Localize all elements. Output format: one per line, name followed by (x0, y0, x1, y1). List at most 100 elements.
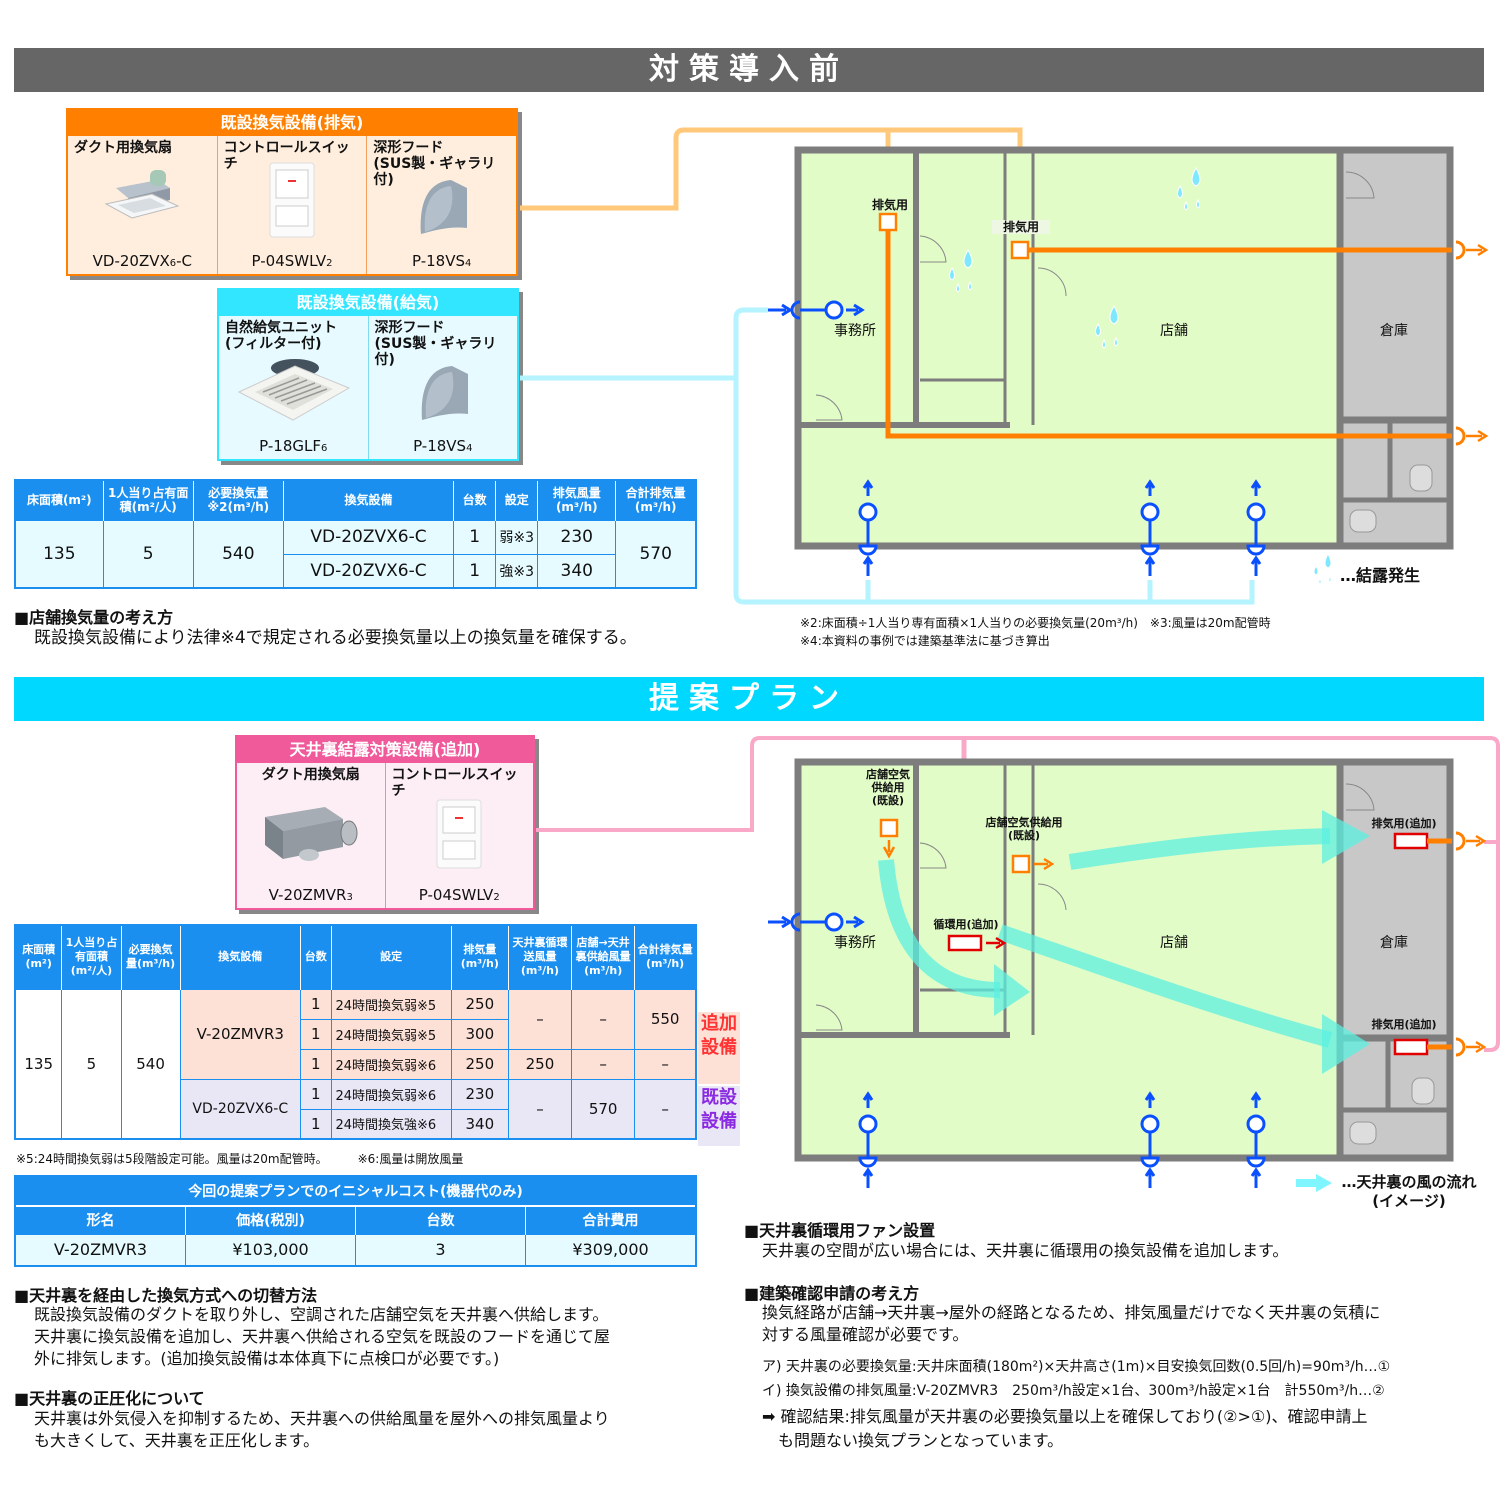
exhaust-added-label-2: 排気用(追加) (1371, 1018, 1437, 1031)
before-banner: 対策導入前 (14, 48, 1484, 92)
setting-cell: 24時間換気弱※6 (330, 1078, 452, 1109)
model-number: V-20ZMVR3 (268, 886, 353, 904)
item-label: コントロールスイッチ (223, 140, 350, 172)
col-header: 排気量(m³/h) (450, 925, 509, 989)
calc-result-cont: も問題ない換気プランとなっています。 (762, 1431, 1064, 1450)
total-cost-cell: ¥309,000 (525, 1235, 695, 1265)
model-number: P-18GLF6 (259, 437, 328, 455)
model-number: VD-20ZVX6-C (92, 252, 193, 270)
col-header: 床面積(m²) (14, 480, 104, 520)
setting-cell: 強※3 (495, 553, 538, 588)
concept-text: 既設換気設備により法律※4で規定される必要換気量以上の換気量を確保する。 (34, 628, 637, 648)
supply-cell: – (571, 988, 635, 1049)
room-storage: 倉庫 (1380, 323, 1408, 339)
col-header: 1人当り占有面積(m²/人) (102, 480, 194, 520)
supply-cell: – (571, 1048, 635, 1079)
floor-area-cell: 135 (15, 988, 62, 1139)
control-switch-item: コントロールスイッチ P-04SWLV2 (384, 763, 534, 908)
model-number: P-18VS4 (413, 437, 473, 455)
positive-pressure-heading: ■天井裏の正圧化について (14, 1389, 205, 1408)
room-office: 事務所 (834, 935, 876, 951)
model-cell: V-20ZMVR3 (16, 1235, 185, 1265)
circulation-cell: – (507, 988, 572, 1049)
col-header: 換気設備 (282, 480, 454, 520)
existing-equipment-tag: 既設設備 (698, 1086, 740, 1146)
col-header: 換気設備 (179, 925, 301, 989)
col-header: 設定 (495, 480, 538, 520)
footnote-5-6: ※5:24時間換気弱は5段階設定可能。風量は20m配管時。 ※6:風量は開放風量 (16, 1152, 464, 1166)
count-cell: 1 (453, 553, 496, 588)
col-header: 台数 (299, 925, 331, 989)
room-store: 店舗 (1160, 323, 1188, 339)
total-cell: 570 (615, 519, 696, 588)
col-header: 設定 (330, 925, 452, 989)
footnote-2-3: ※2:床面積÷1人当り専有面積×1人当りの必要換気量(20m³/h) ※3:風量… (800, 616, 1271, 630)
equipment-cell: VD-20ZVX6-C (282, 519, 454, 554)
room-store: 店舗 (1160, 935, 1188, 951)
col-header: 形名 (16, 1207, 185, 1235)
flow-cell: 250 (450, 1048, 509, 1079)
equipment-cell: VD-20ZVX6-C (179, 1078, 301, 1139)
flow-cell: 340 (537, 553, 616, 588)
circulation-fan-heading: ■天井裏循環用ファン設置 (744, 1221, 936, 1240)
count-cell: 1 (299, 1078, 331, 1109)
building-confirmation-heading: ■建築確認申請の考え方 (744, 1284, 920, 1303)
cost-title: 今回の提案プランでのイニシャルコスト(機器代のみ) (16, 1177, 695, 1207)
required-flow-cell: 540 (192, 519, 284, 588)
equipment-cell: V-20ZMVR3 (179, 988, 301, 1079)
proposal-floor-plan (536, 736, 1500, 1192)
supply-cell: 570 (571, 1078, 635, 1139)
model-number: P-04SWLV2 (418, 886, 500, 904)
price-cell: ¥103,000 (185, 1235, 355, 1265)
required-flow-cell: 540 (120, 988, 181, 1139)
circulation-label: 循環用(追加) (933, 918, 999, 931)
setting-cell: 24時間換気弱※6 (330, 1048, 452, 1079)
model-number: P-04SWLV2 (251, 252, 333, 270)
concept-heading: ■店舗換気量の考え方 (14, 608, 174, 627)
col-header: 床面積(m²) (14, 925, 62, 989)
positive-pressure-text: 天井裏は外気侵入を抑制するため、天井裏への供給風量を屋外への排気風量より も大き… (34, 1409, 610, 1450)
setting-cell: 弱※3 (495, 519, 538, 554)
col-header: 必要換気量(m³/h) (120, 925, 181, 989)
before-ventilation-table: 床面積(m²) 1人当り占有面積(m²/人) 必要換気量※2(m³/h) 換気設… (14, 479, 697, 589)
added-equipment-card: 天井裏結露対策設備(追加) ダクト用換気扇 V-20ZMVR3 コントロールスイ… (235, 735, 535, 910)
count-cell: 1 (299, 1018, 331, 1049)
duct-fan-item: ダクト用換気扇 VD-20ZVX6-C (68, 136, 217, 274)
count-cell: 1 (299, 1048, 331, 1079)
flow-cell: 230 (537, 519, 616, 554)
switch-method-heading: ■天井裏を経由した換気方式への切替方法 (14, 1286, 318, 1305)
total-cell: – (634, 1078, 696, 1139)
circulation-cell: – (507, 1078, 572, 1139)
item-label: 深形フード (SUS製・ギャラリ付) (374, 320, 497, 368)
proposal-ventilation-table: 床面積(m²) 1人当り占有面積(m²/人) 必要換気量(m³/h) 換気設備 … (14, 924, 697, 1140)
control-switch-image-icon (436, 799, 482, 869)
exhaust-label-store: 排気用 (992, 220, 1050, 234)
total-cell: 550 (634, 988, 696, 1049)
col-header: 合計費用 (525, 1207, 695, 1235)
col-header: 合計排気量(m³/h) (615, 480, 696, 520)
deep-hood-item: 深形フード (SUS製・ギャラリ付) P-18VS4 (366, 136, 516, 274)
model-number: P-18VS4 (411, 252, 472, 270)
item-label: 自然給気ユニット (フィルター付) (225, 320, 337, 352)
per-person-cell: 5 (61, 988, 122, 1139)
card-title: 既設換気設備(給気) (219, 290, 517, 316)
card-title: 既設換気設備(排気) (68, 110, 516, 136)
room-storage: 倉庫 (1380, 935, 1408, 951)
count-cell: 1 (299, 1108, 331, 1139)
circulation-fan-text: 天井裏の空間が広い場合には、天井裏に循環用の換気設備を追加します。 (762, 1241, 1289, 1260)
col-header: 価格(税別) (185, 1207, 355, 1235)
setting-cell: 24時間換気弱※5 (330, 988, 452, 1019)
col-header: 台数 (355, 1207, 525, 1235)
inline-duct-fan-image-icon (264, 807, 358, 861)
building-confirmation-text: 換気経路が店舗→天井裏→屋外の経路となるため、排気風量だけでなく天井裏の気積に … (762, 1303, 1381, 1344)
col-header: 台数 (453, 480, 496, 520)
item-label: ダクト用換気扇 (74, 140, 172, 156)
item-label: ダクト用換気扇 (261, 767, 360, 783)
setting-cell: 24時間換気強※6 (330, 1108, 452, 1139)
exhaust-label-office: 排気用 (871, 198, 908, 212)
flow-cell: 340 (450, 1108, 509, 1139)
floor-area-cell: 135 (15, 519, 104, 588)
count-cell: 1 (453, 519, 496, 554)
equipment-cell: VD-20ZVX6-C (282, 553, 454, 588)
flow-cell: 300 (450, 1018, 509, 1049)
